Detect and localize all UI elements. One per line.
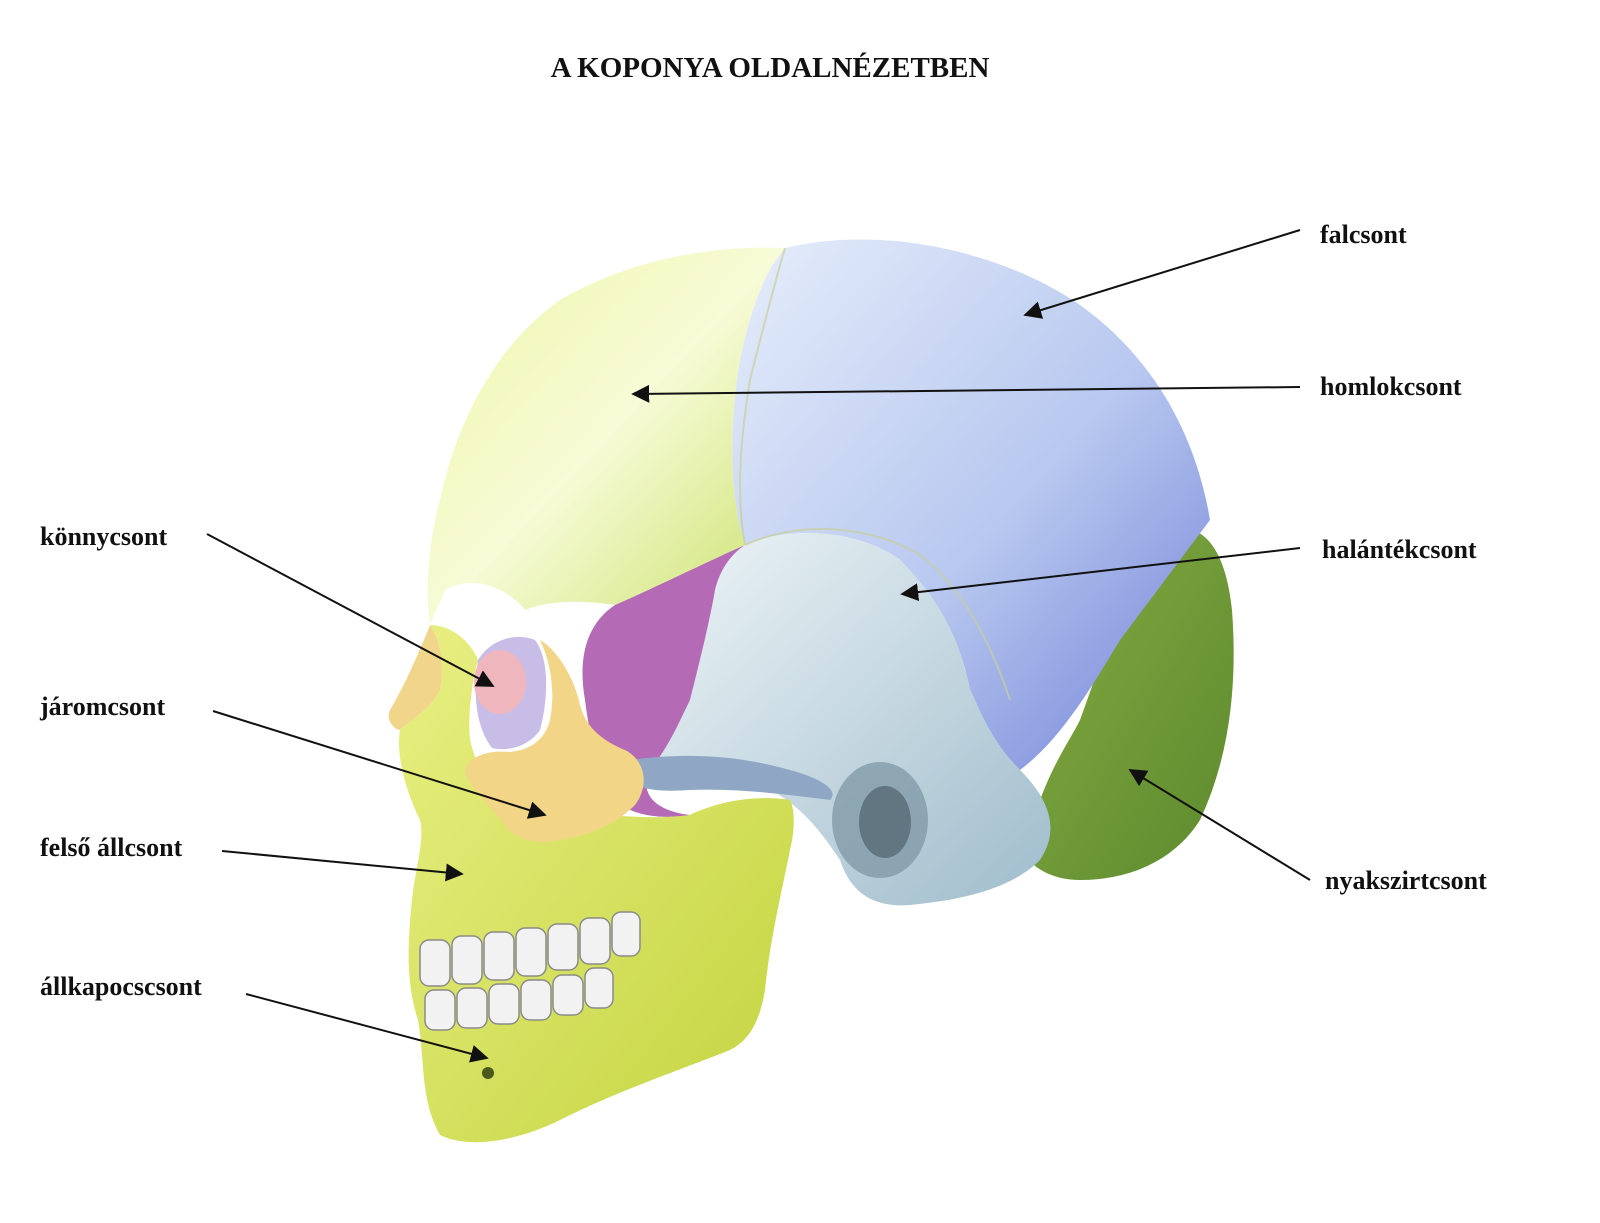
leader-halantekcsont — [900, 547, 1301, 602]
coronal-suture — [739, 247, 786, 546]
leader-allkapocscsont — [245, 993, 489, 1063]
label-jaromcsont: járomcsont — [39, 692, 166, 721]
leader-nyakszirtcsont — [1128, 769, 1311, 881]
ear-canal-inner — [859, 786, 911, 858]
leader-jaromcsont — [212, 710, 547, 819]
leader-falcsont — [1023, 229, 1301, 319]
label-felso-allcsont: felső állcsont — [40, 833, 183, 862]
label-konnycsont: könnycsont — [40, 522, 167, 551]
parietal-bone — [732, 239, 1210, 770]
leader-felso-allcsont — [221, 850, 464, 882]
leader-homlokcsont — [631, 384, 1301, 403]
label-nyakszirtcsont: nyakszirtcsont — [1325, 866, 1487, 895]
label-falcsont: falcsont — [1320, 220, 1407, 249]
teeth — [419, 911, 641, 1031]
temporal-bone — [650, 533, 1051, 906]
labels: falcsont homlokcsont halántékcsont nyaks… — [39, 220, 1487, 1001]
zygomatic-arch — [630, 755, 833, 800]
skull-illustration — [388, 239, 1234, 1143]
label-halantekcsont: halántékcsont — [1322, 535, 1477, 564]
lacrimal-bone — [474, 650, 526, 714]
sphenoid-bone — [582, 545, 745, 817]
zygomatic-bone — [465, 640, 644, 842]
label-allkapocscsont: állkapocscsont — [40, 972, 202, 1001]
mental-foramen — [482, 1067, 494, 1079]
leader-konnycsont — [206, 533, 495, 687]
leader-lines — [206, 229, 1311, 1063]
diagram-title: A KOPONYA OLDALNÉZETBEN — [551, 51, 990, 84]
frontal-bone — [427, 247, 785, 626]
occipital-bone — [1025, 528, 1234, 880]
squamosal-suture — [744, 527, 1011, 701]
label-homlokcsont: homlokcsont — [1320, 372, 1462, 401]
